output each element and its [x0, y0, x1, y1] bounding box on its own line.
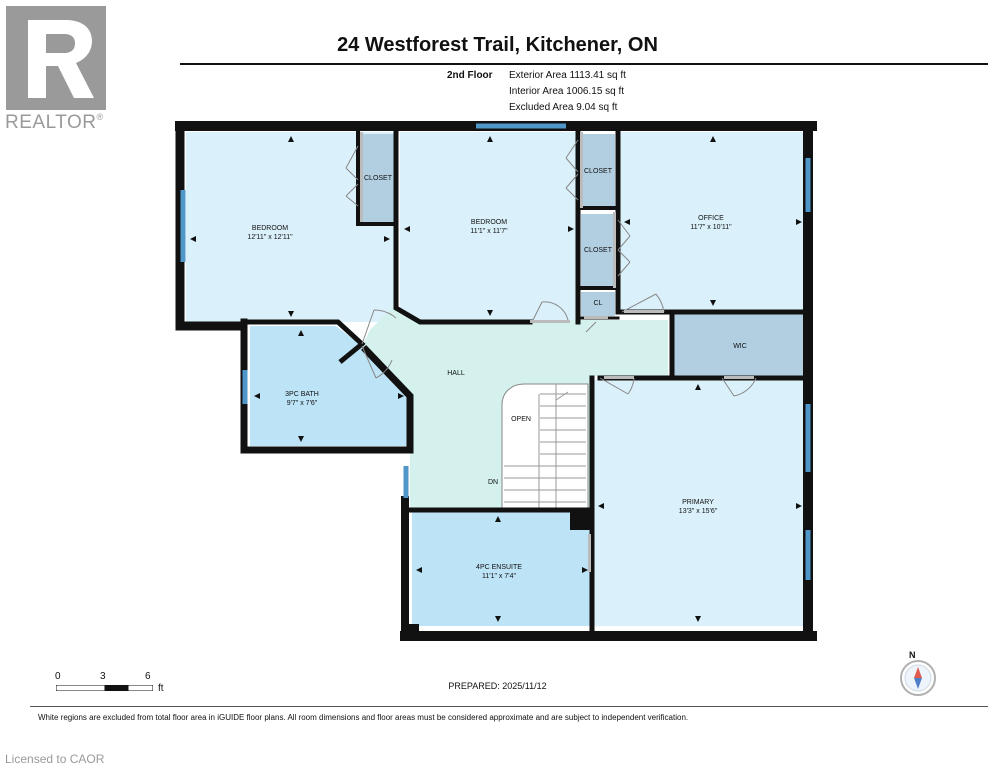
- room-label-wic: WIC: [733, 342, 747, 351]
- realtor-logo-icon: [6, 6, 106, 110]
- floor-label: 2nd Floor: [447, 70, 493, 81]
- ensuite-pillar: [570, 510, 592, 530]
- license-text: Licensed to CAOR: [5, 752, 105, 766]
- page-title: 24 Westforest Trail, Kitchener, ON: [337, 34, 658, 56]
- ensuite-fill: [412, 512, 592, 626]
- room-label-bath3: 3PC BATH 9'7" x 7'6": [285, 390, 319, 408]
- footer-divider: [30, 706, 988, 707]
- room-name: OFFICE: [698, 215, 724, 222]
- room-name: 4PC ENSUITE: [476, 564, 522, 571]
- room-name: WIC: [733, 343, 747, 350]
- room-label-office: OFFICE 11'7" x 10'11": [690, 214, 731, 232]
- room-label-bedroom2: BEDROOM 11'1" x 11'7": [470, 218, 507, 236]
- closet1-fill: [361, 134, 394, 222]
- wic-fill: [674, 314, 806, 376]
- room-name: HALL: [447, 370, 465, 377]
- closet3-fill: [581, 214, 615, 286]
- room-name: CLOSET: [363, 175, 393, 182]
- scale-bar: [56, 685, 153, 691]
- room-label-cl: CL: [594, 299, 603, 308]
- room-dims: 13'3" x 15'6": [678, 508, 718, 515]
- closet2-fill: [581, 134, 615, 206]
- scale-tick-3: 3: [100, 671, 106, 682]
- room-dims: 11'1" x 11'7": [470, 228, 508, 235]
- room-label-open: OPEN: [511, 415, 531, 424]
- cl-fill: [581, 292, 615, 316]
- compass-north-label: N: [909, 650, 916, 660]
- room-name: BEDROOM: [470, 219, 508, 226]
- room-name: OPEN: [511, 416, 531, 423]
- room-label-ensuite: 4PC ENSUITE 11'1" x 7'4": [476, 563, 522, 581]
- room-name: DN: [487, 479, 499, 486]
- scale-tick-6: 6: [145, 671, 151, 682]
- room-label-hall: HALL: [447, 369, 465, 378]
- room-name: BEDROOM: [251, 225, 289, 232]
- office-fill: [620, 132, 806, 310]
- room-name: PRIMARY: [682, 499, 714, 506]
- room-label-closet3: CLOSET: [584, 246, 612, 255]
- room-name: CLOSET: [583, 168, 613, 175]
- bedroom2-fill: [400, 132, 578, 320]
- interior-area: Interior Area 1006.15 sq ft: [509, 86, 625, 97]
- door-icon: [345, 139, 757, 397]
- room-dims: 11'1" x 7'4": [482, 573, 516, 580]
- room-dims: 9'7" x 7'6": [286, 400, 318, 407]
- exterior-area: Exterior Area 1113.41 sq ft: [509, 70, 626, 81]
- room-name: CLOSET: [583, 247, 613, 254]
- scale-tick-0: 0: [55, 671, 61, 682]
- room-label-primary: PRIMARY 13'3" x 15'6": [679, 498, 717, 516]
- room-name: 3PC BATH: [285, 391, 319, 398]
- stairs-icon: [501, 383, 589, 509]
- excluded-area: Excluded Area 9.04 sq ft: [509, 102, 618, 113]
- prepared-date: PREPARED: 2025/11/12: [448, 681, 547, 691]
- room-dims: 12'11" x 12'11": [247, 234, 293, 241]
- disclaimer-text: White regions are excluded from total fl…: [38, 713, 689, 722]
- realtor-wordmark: REALTOR®: [5, 112, 104, 133]
- room-label-bedroom1: BEDROOM 12'11" x 12'11": [247, 224, 292, 242]
- ensuite-corner: [405, 624, 419, 636]
- room-dims: 11'7" x 10'11": [690, 224, 732, 231]
- scale-unit: ft: [158, 683, 164, 694]
- room-label-closet2: CLOSET: [584, 167, 612, 176]
- primary-fill: [594, 380, 806, 626]
- room-name: CL: [593, 300, 603, 307]
- room-label-dn: DN: [488, 478, 498, 487]
- room-label-closet1: CLOSET: [364, 174, 392, 183]
- title-divider: [180, 63, 988, 65]
